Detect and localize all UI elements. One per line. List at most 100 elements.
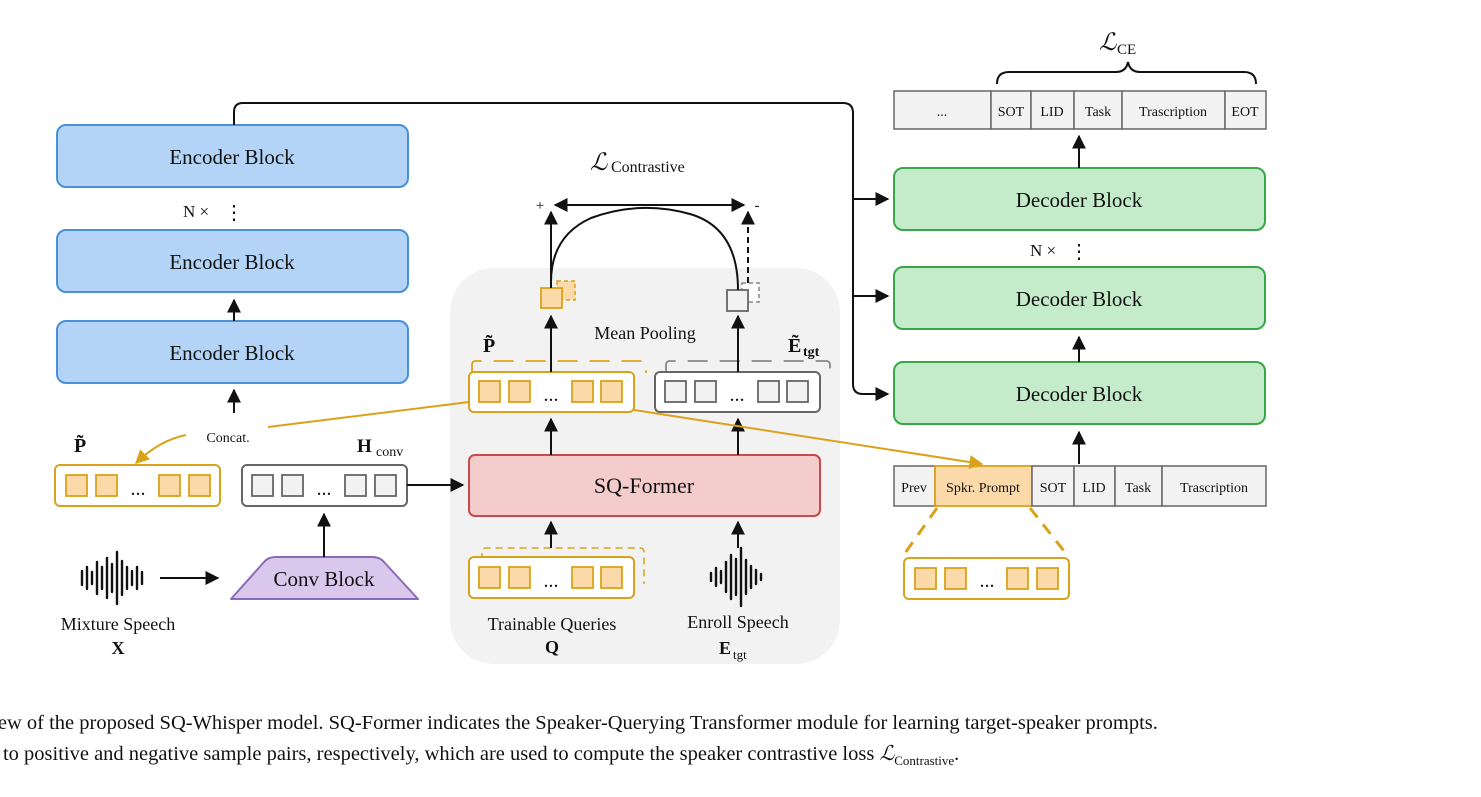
caption-loss-symbol: ℒ bbox=[879, 743, 895, 765]
left-prompt-square bbox=[158, 474, 181, 497]
input-token-2 bbox=[1031, 465, 1075, 507]
conv-block-label: Conv Block bbox=[274, 567, 375, 591]
hconv-ellipsis: ... bbox=[317, 478, 332, 500]
encoder-block-middle-label: Encoder Block bbox=[169, 250, 295, 274]
decoder-vertical-dots: ⋮ bbox=[1069, 241, 1089, 263]
left-prompt-square bbox=[65, 474, 88, 497]
enroll-ellipsis: ... bbox=[730, 384, 745, 406]
input-token-4-label: Task bbox=[1125, 481, 1151, 496]
prompt-to-concat-line bbox=[267, 401, 470, 428]
prompt-zoom-square bbox=[914, 567, 937, 590]
queries-symbol: Q bbox=[545, 637, 559, 657]
ce-loss-symbol: ℒ bbox=[1099, 30, 1117, 56]
output-token-3 bbox=[1073, 90, 1123, 130]
left-prompt-square bbox=[95, 474, 118, 497]
mean-pooling-label: Mean Pooling bbox=[594, 323, 696, 343]
sqformer-block bbox=[468, 454, 821, 517]
figure-caption: erview of the proposed SQ-Whisper model.… bbox=[0, 708, 1466, 776]
left-prompt-ellipsis: ... bbox=[131, 478, 146, 500]
output-token-2-label: LID bbox=[1040, 105, 1063, 120]
decoder-block-middle bbox=[893, 266, 1266, 330]
input-token-3-label: LID bbox=[1082, 481, 1105, 496]
query-square bbox=[508, 566, 531, 589]
concat-to-left-prompt-arrow bbox=[134, 434, 187, 464]
hconv-square bbox=[281, 474, 304, 497]
contrastive-loss-subscript: Contrastive bbox=[611, 159, 685, 176]
pooled-enroll-square bbox=[726, 289, 749, 312]
prompt-ellipsis: ... bbox=[544, 384, 559, 406]
mixture-waveform-icon bbox=[80, 550, 144, 606]
mixture-symbol: X bbox=[112, 638, 125, 658]
enroll-waveform-icon bbox=[709, 546, 763, 608]
caption-line-1: erview of the proposed SQ-Whisper model.… bbox=[0, 712, 1158, 734]
p-tilde-label-top: P̃ bbox=[483, 334, 495, 357]
hconv-label: H bbox=[357, 436, 372, 457]
output-token-5 bbox=[1224, 90, 1267, 130]
enroll-square bbox=[694, 380, 717, 403]
sqformer-label: SQ-Former bbox=[594, 473, 695, 498]
negative-sign: - bbox=[755, 198, 760, 214]
contrastive-loss-symbol: ℒ bbox=[590, 150, 608, 176]
output-token-4-label: Trascription bbox=[1139, 105, 1207, 120]
output-token-1 bbox=[990, 90, 1032, 130]
prompt-zoom-right-line bbox=[1028, 507, 1070, 557]
prompt-stack-shadow bbox=[471, 360, 647, 373]
caption-line-2-text: efer to positive and negative sample pai… bbox=[0, 743, 880, 765]
output-token-0 bbox=[893, 90, 992, 130]
left-prompt-square bbox=[188, 474, 211, 497]
queries-ellipsis: ... bbox=[544, 570, 559, 592]
input-token-0-label: Prev bbox=[901, 481, 927, 496]
output-token-4 bbox=[1121, 90, 1226, 130]
prompt-square bbox=[600, 380, 623, 403]
prompt-zoom-square bbox=[944, 567, 967, 590]
e-tgt-subscript: tgt bbox=[803, 345, 820, 360]
query-square bbox=[600, 566, 623, 589]
contrastive-cross-curve bbox=[550, 206, 739, 291]
encoder-to-decoder-line bbox=[233, 102, 890, 401]
prompt-zoom-square bbox=[1006, 567, 1029, 590]
input-token-row: Prev Spkr. Prompt SOT LID Task Trascript… bbox=[893, 465, 1267, 507]
input-token-1-label: Spkr. Prompt bbox=[946, 481, 1020, 496]
prompt-square bbox=[478, 380, 501, 403]
encoder-stack: Encoder Block N × ⋮ Encoder Block Encode… bbox=[56, 124, 409, 413]
caption-period: . bbox=[954, 743, 960, 765]
caption-line-2: efer to positive and negative sample pai… bbox=[0, 739, 1466, 776]
encoder-block-middle bbox=[56, 229, 409, 293]
e-tgt-label: Ẽ bbox=[788, 334, 801, 357]
hconv-square bbox=[251, 474, 274, 497]
sq-whisper-diagram: Encoder Block N × ⋮ Encoder Block Encode… bbox=[54, 30, 1267, 664]
ce-loss-subscript: CE bbox=[1117, 42, 1136, 58]
enroll-subscript: tgt bbox=[733, 647, 747, 662]
input-token-2-label: SOT bbox=[1040, 481, 1067, 496]
enroll-square bbox=[786, 380, 809, 403]
prompt-to-decoder-input-arrow bbox=[633, 409, 984, 469]
conv-block bbox=[230, 556, 419, 600]
decoder-block-middle-label: Decoder Block bbox=[1016, 287, 1143, 311]
prompt-square bbox=[571, 380, 594, 403]
encoder-block-bottom-label: Encoder Block bbox=[169, 341, 295, 365]
output-token-2 bbox=[1030, 90, 1075, 130]
encoder-block-bottom bbox=[56, 320, 409, 384]
input-token-0 bbox=[893, 465, 936, 507]
query-square bbox=[478, 566, 501, 589]
output-token-5-label: EOT bbox=[1231, 105, 1259, 120]
encoder-block-top-label: Encoder Block bbox=[169, 145, 295, 169]
pooled-prompt-square bbox=[540, 287, 563, 309]
output-token-3-label: Task bbox=[1085, 105, 1111, 120]
enroll-stack-shadow bbox=[665, 360, 831, 373]
prompt-square bbox=[508, 380, 531, 403]
prompt-zoom-left-line bbox=[901, 507, 939, 557]
output-token-0-label: ... bbox=[937, 105, 948, 120]
output-token-1-label: SOT bbox=[998, 105, 1025, 120]
hconv-square bbox=[344, 474, 367, 497]
input-token-5-label: Trascription bbox=[1180, 481, 1248, 496]
caption-loss-subscript: Contrastive bbox=[894, 753, 955, 769]
hconv-subscript: conv bbox=[376, 445, 403, 460]
decoder-stack: Decoder Block N × ⋮ Decoder Block Decode… bbox=[893, 134, 1266, 464]
decoder-block-top-label: Decoder Block bbox=[1016, 188, 1143, 212]
queries-stack-shadow bbox=[481, 547, 645, 584]
enroll-square bbox=[664, 380, 687, 403]
concat-label: Concat. bbox=[206, 431, 249, 446]
query-square bbox=[571, 566, 594, 589]
input-token-5 bbox=[1161, 465, 1267, 507]
